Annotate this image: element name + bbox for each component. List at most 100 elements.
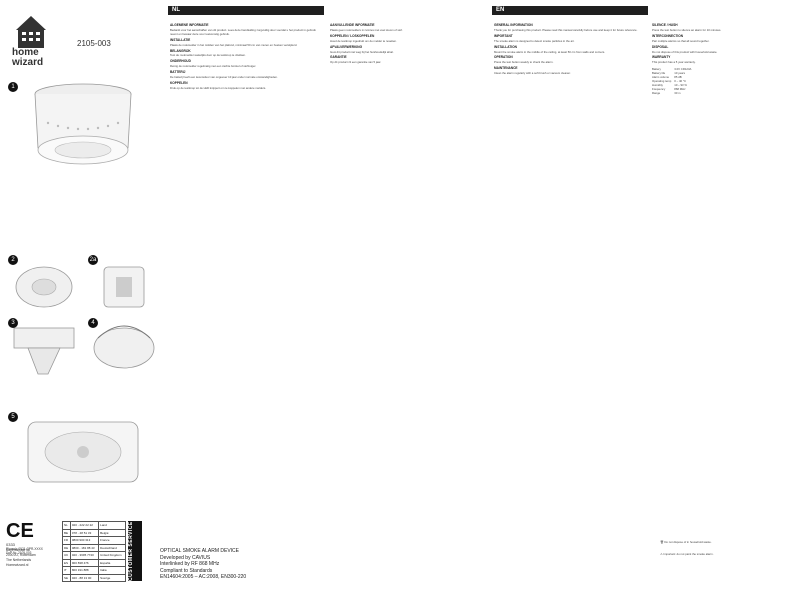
customer-service-label: CUSTOMER SERVICE <box>128 521 142 581</box>
product-info-line: Developed by CAVIUS <box>160 554 211 561</box>
section-title: DISPOSAL <box>652 44 669 49</box>
section-text: Mount the smoke alarm in the middle of t… <box>494 49 605 54</box>
address-line: 2000 AT, Rotterdam <box>6 553 36 557</box>
section-title: AFVALVERWERKING <box>330 44 363 49</box>
text-column-nl-1: ALGEMENE INFORMATIE Bedankt voor het aan… <box>170 22 320 547</box>
section-title: INSTALLATION <box>494 44 517 49</box>
section-title: KOPPELEN <box>170 80 188 85</box>
section-title: SILENCE / HUSH <box>652 23 678 27</box>
section-title: GENERAL INFORMATION <box>494 23 533 27</box>
text-column-nl-2: AANVULLENDE INFORMATIE Plaats geen rookm… <box>330 22 480 547</box>
brand-name-line1: home <box>12 47 39 58</box>
section-text: This product has a 5 year warranty. <box>652 60 696 65</box>
brand-logo: home wizard <box>8 8 54 70</box>
section-text: Reinig de rookmelder regelmatig met een … <box>170 64 257 69</box>
product-info-line: Interlinked by RF 868 MHz <box>160 561 220 567</box>
company-address: Bayersstraat 48 2000 AT, Rotterdam The N… <box>6 548 58 568</box>
section-title: KOPPELEN / LOSKOPPELEN <box>330 33 375 38</box>
ce-code: 0333 <box>6 542 15 547</box>
section-text: Gooi dit product niet weg bij het huisho… <box>330 49 394 54</box>
section-text: Druk op de testknop tot de LED knippert … <box>170 85 267 90</box>
section-title: GARANTIE <box>330 55 347 60</box>
section-text: Press the test button weekly to check th… <box>494 60 554 65</box>
text-column-en-2: SILENCE / HUSH Press the test button to … <box>652 22 798 547</box>
section-text: Do not dispose of this product with hous… <box>652 49 718 54</box>
section-text: Thank you for purchasing this product. P… <box>494 27 638 32</box>
section-text: The smoke alarm is designed to detect sm… <box>494 38 575 43</box>
warning-text: Important: do not paint the smoke alarm. <box>663 552 714 556</box>
figure-number: 3 <box>8 318 18 328</box>
section-text: De batterij heeft een levensduur van ong… <box>170 75 278 80</box>
section-title: BELANGRIJK <box>170 48 191 53</box>
model-number: 2105-003 <box>77 39 111 48</box>
recycle-text: Do not dispose of in household waste. <box>664 540 712 544</box>
ce-line: DoP Nr. 2105-003 <box>6 551 32 555</box>
section-title: OPERATION <box>494 55 513 60</box>
section-title: IMPORTANT <box>494 33 513 38</box>
address-line: The Netherlands <box>6 558 32 562</box>
figure-number: 5 <box>8 412 18 422</box>
figure-5: 5 <box>8 412 158 492</box>
figure-number: 4 <box>88 318 98 328</box>
address-line: Homewizard.nl <box>6 563 29 567</box>
section-text: Bedankt voor het aanschaffen van dit pro… <box>170 27 316 36</box>
section-title: WARRANTY <box>652 55 671 60</box>
figure-1: 1 <box>8 78 158 188</box>
figure-number: 2 <box>8 255 18 265</box>
recycle-note: 🗑 Do not dispose of in household waste. <box>660 540 712 544</box>
section-text: Press the test button to silence an alar… <box>652 27 722 32</box>
ce-line: Phoenix 0921-CPR-XXXX <box>6 547 43 551</box>
section-title: INTERCONNECTION <box>652 33 683 38</box>
warning-note: ⚠ Important: do not paint the smoke alar… <box>660 552 714 556</box>
warning-icon: ⚠ <box>660 552 663 556</box>
section-text: Plaats geen rookmelders in ruimtes met v… <box>330 27 403 32</box>
column-header-nl: NL <box>168 6 324 15</box>
address-line: Bayersstraat 48 <box>6 548 30 552</box>
wheelie-bin-icon: 🗑 <box>660 540 664 544</box>
section-text: Op dit product zit een garantie van 5 ja… <box>330 60 382 65</box>
section-title: ALGEMENE INFORMATIE <box>170 23 209 27</box>
text-column-en-1: GENERAL INFORMATION Thank you for purcha… <box>494 22 644 547</box>
product-info-line: OPTICAL SMOKE ALARM DEVICE <box>160 548 240 554</box>
figure-4: 4 <box>88 318 160 378</box>
section-title: BATTERIJ <box>170 70 186 75</box>
product-info-line: EN14604:2005 – AC:2008, EN300-220 <box>160 574 247 580</box>
section-text: Houd de testknop ingedrukt om de melder … <box>330 38 397 43</box>
product-info: OPTICAL SMOKE ALARM DEVICE Developed by … <box>160 548 250 581</box>
brand-name-line2: wizard <box>12 57 44 68</box>
figure-number: 2a <box>88 255 98 265</box>
section-text: Test de rookmelder wekelijks door op de … <box>170 53 246 58</box>
ce-certification: CE 0333 Phoenix 0921-CPR-XXXX DoP Nr. 21… <box>6 520 46 555</box>
column-header-en: EN <box>492 6 648 15</box>
figure-2: 2 <box>8 255 80 315</box>
product-info-line: Compliant to Standards <box>160 567 213 574</box>
section-title: INSTALLATIE <box>170 37 191 42</box>
section-title: ONDERHOUD <box>170 59 191 64</box>
figure-2a: 2a <box>88 255 160 315</box>
ce-mark: CE <box>6 520 34 542</box>
section-text: Clean the alarm regularly with a soft br… <box>494 71 571 76</box>
section-text: Plaats de rookmelder in het midden van h… <box>170 42 298 47</box>
section-text: Pair multiple alarms so that all sound t… <box>652 38 710 43</box>
figure-number: 1 <box>8 82 18 92</box>
section-title: MAINTENANCE <box>494 66 518 71</box>
figure-3: 3 <box>8 318 80 378</box>
section-title: AANVULLENDE INFORMATIE <box>330 23 375 27</box>
